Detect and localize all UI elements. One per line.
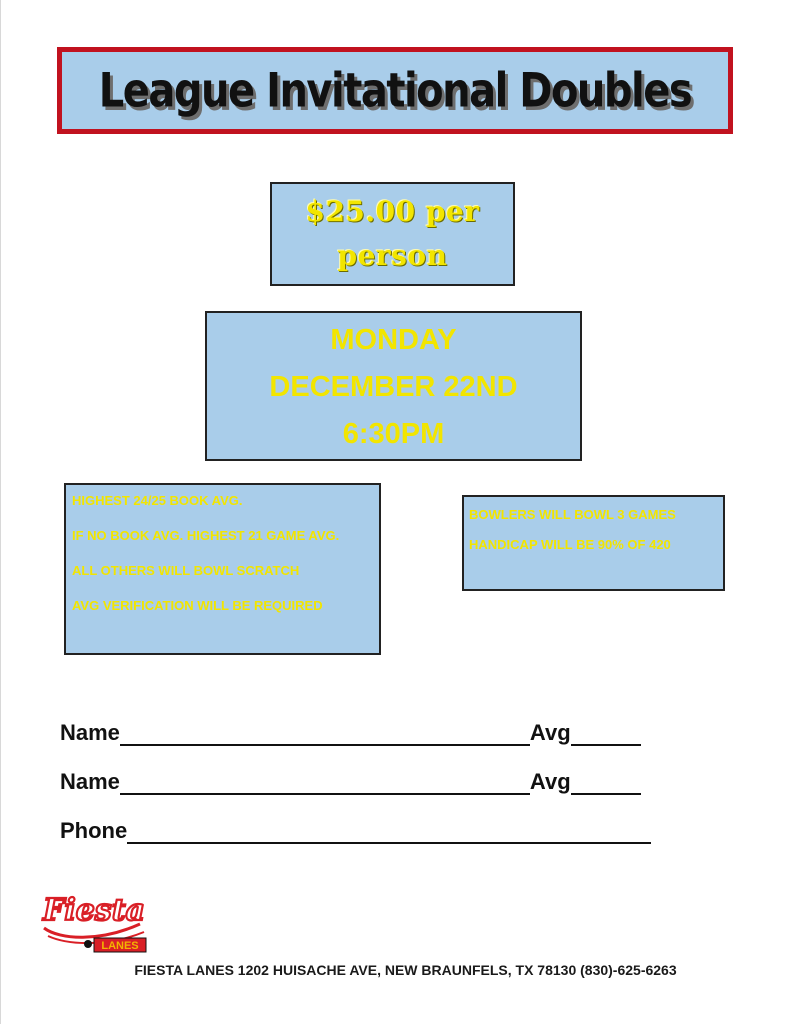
rule-line: AVG VERIFICATION WILL BE REQUIRED [72, 598, 323, 613]
flyer-title: League Invitational Doubles [98, 63, 693, 118]
games-line: BOWLERS WILL BOWL 3 GAMES [469, 507, 676, 522]
avg-label: Avg [529, 720, 571, 745]
average-rules-box: HIGHEST 24/25 BOOK AVG. IF NO BOOK AVG. … [64, 483, 381, 655]
phone-blank[interactable] [127, 820, 652, 844]
page-edge [0, 0, 1, 1024]
rule-line: ALL OTHERS WILL BOWL SCRATCH [72, 563, 300, 578]
price-line-2: person [337, 239, 448, 272]
logo-script-text: Fiesta [42, 893, 145, 928]
price-text: $25.00 per person [305, 190, 479, 278]
phone-field[interactable]: Phone [60, 818, 652, 844]
name-blank[interactable] [119, 771, 530, 795]
handicap-line: HANDICAP WILL BE 90% OF 420 [469, 537, 671, 552]
avg-blank[interactable] [570, 771, 641, 795]
phone-label: Phone [60, 818, 128, 843]
rule-line: IF NO BOOK AVG. HIGHEST 21 GAME AVG. [72, 528, 340, 543]
name-field-2[interactable]: Name Avg [60, 769, 641, 795]
name-field-1[interactable]: Name Avg [60, 720, 641, 746]
logo-graphic: Fiesta LANES [41, 892, 147, 953]
fiesta-lanes-logo: Fiesta LANES [40, 880, 150, 956]
event-time: 6:30PM [342, 418, 445, 450]
footer-address: FIESTA LANES 1202 HUISACHE AVE, NEW BRAU… [134, 962, 677, 978]
rule-line: HIGHEST 24/25 BOOK AVG. [72, 493, 243, 508]
event-date: DECEMBER 22ND [269, 371, 518, 403]
avg-blank[interactable] [570, 722, 641, 746]
name-label: Name [60, 769, 120, 794]
date-box: MONDAY DECEMBER 22ND 6:30PM [205, 311, 582, 461]
logo-lanes-text: LANES [101, 940, 138, 952]
avg-label: Avg [529, 769, 571, 794]
games-handicap-box: BOWLERS WILL BOWL 3 GAMES HANDICAP WILL … [462, 495, 725, 591]
title-banner: League Invitational Doubles [57, 47, 733, 134]
price-box: $25.00 per person [270, 182, 515, 286]
price-line-1: $25.00 per [305, 195, 480, 228]
name-blank[interactable] [119, 722, 530, 746]
name-label: Name [60, 720, 120, 745]
event-day: MONDAY [330, 324, 457, 356]
